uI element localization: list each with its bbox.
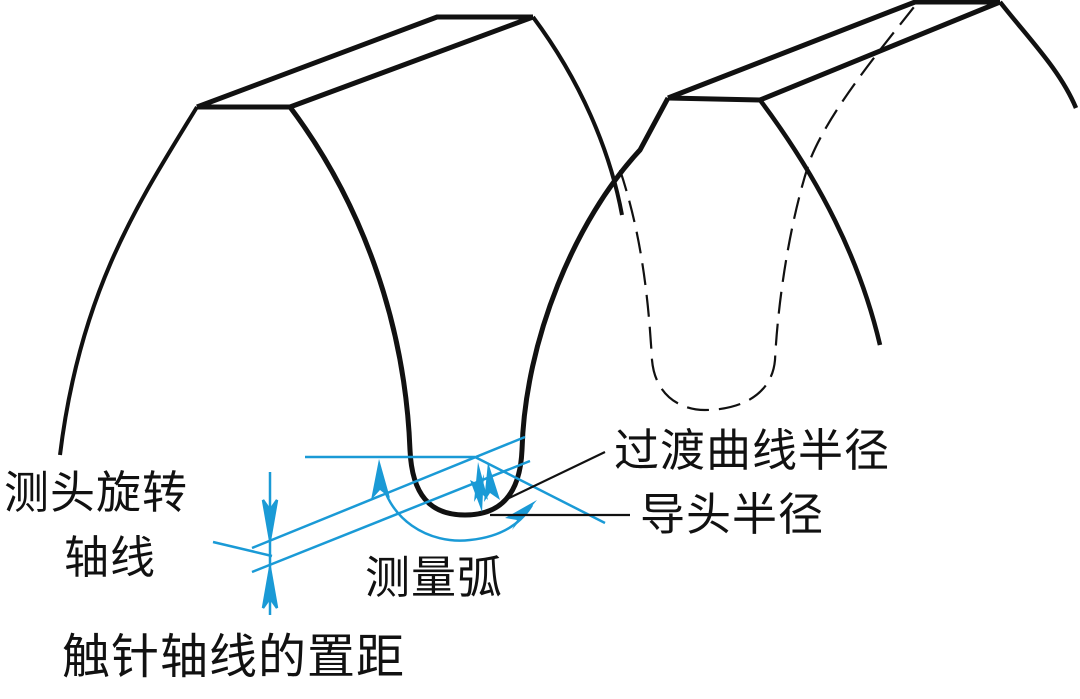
annotation-lines xyxy=(212,435,606,574)
label-probe-radius: 导头半径 xyxy=(640,488,825,541)
leader-lines xyxy=(490,451,630,517)
left-tooth xyxy=(58,14,671,518)
right-tooth xyxy=(667,0,1079,346)
label-fillet-radius: 过渡曲线半径 xyxy=(614,424,891,477)
measurement-arc-arrow xyxy=(378,469,534,542)
label-measurement-arc: 测量弧 xyxy=(365,551,504,604)
hidden-root-outline xyxy=(618,1,919,412)
label-probe-rotation-axis-1: 测头旋转 xyxy=(4,466,189,519)
label-stylus-axis-offset: 触针轴线的置距 xyxy=(62,629,406,685)
label-probe-rotation-axis-2: 轴线 xyxy=(64,531,157,584)
offset-dimension xyxy=(261,472,279,615)
